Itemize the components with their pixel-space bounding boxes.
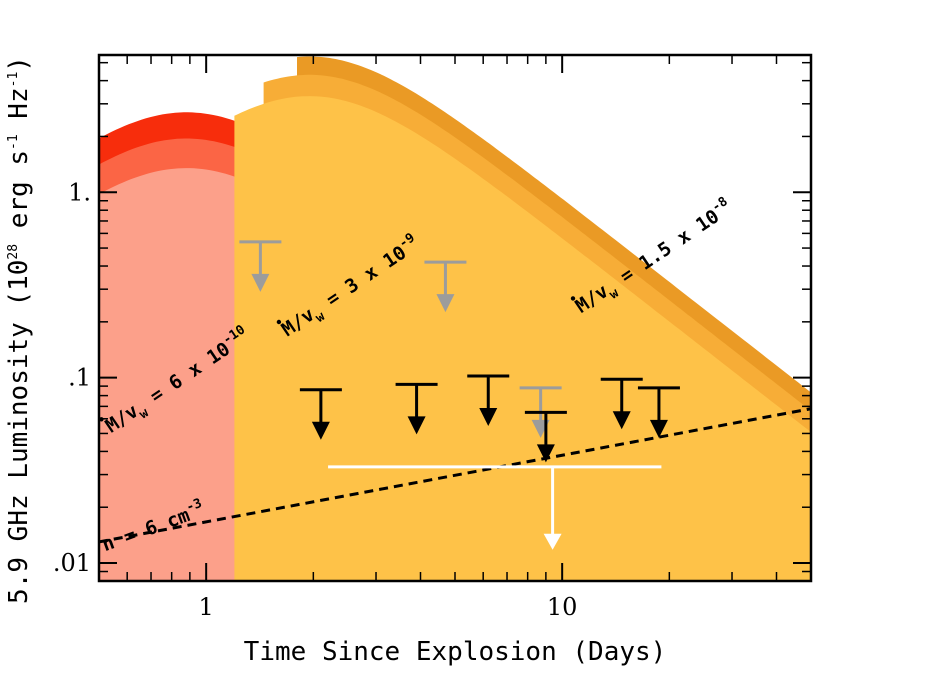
y-tick-label: .1 bbox=[68, 364, 91, 392]
density-line bbox=[99, 407, 811, 544]
gray-upper-limit-arrowhead bbox=[436, 294, 455, 313]
y-axis-label: 5.9 GHz Luminosity (1028 erg s-1 Hz-1) bbox=[4, 56, 34, 604]
x-tick-label: 1 bbox=[199, 593, 214, 621]
band-2-layer-2 bbox=[234, 96, 811, 581]
band-label-1-mdot bbox=[276, 319, 282, 325]
black-upper-limit-0 bbox=[299, 388, 342, 440]
band-label-2-mdot bbox=[570, 296, 576, 301]
x-axis-label: Time Since Explosion (Days) bbox=[244, 637, 667, 667]
black-upper-limit-3 bbox=[524, 410, 567, 463]
y-tick-label: 1. bbox=[68, 178, 91, 206]
model-bands bbox=[99, 56, 811, 581]
black-upper-limit-arrowhead bbox=[612, 411, 631, 430]
black-upper-limit-1 bbox=[395, 382, 438, 435]
black-upper-limit-arrowhead bbox=[407, 416, 426, 435]
band-label-0-mdot bbox=[99, 417, 104, 422]
gray-upper-limit-arrowhead bbox=[251, 273, 270, 292]
white-limit-arrowhead bbox=[543, 533, 562, 550]
black-upper-limit-arrowhead bbox=[311, 421, 330, 440]
black-upper-limit-arrowhead bbox=[649, 419, 668, 438]
data-marks bbox=[99, 240, 811, 550]
y-tick-label: .01 bbox=[53, 549, 91, 577]
band-label-1-part: -9 bbox=[396, 230, 417, 251]
density-line-label-part: -3 bbox=[184, 496, 204, 515]
black-upper-limit-arrowhead bbox=[536, 444, 555, 463]
black-upper-limit-4 bbox=[600, 377, 643, 430]
gray-upper-limit-1 bbox=[424, 260, 467, 313]
gray-upper-limit-0 bbox=[239, 240, 282, 292]
x-tick-label: 10 bbox=[547, 593, 578, 621]
axis-ticks bbox=[99, 55, 811, 581]
band-label-2-part: -8 bbox=[709, 194, 731, 215]
black-upper-limit-5 bbox=[637, 386, 680, 438]
black-upper-limit-arrowhead bbox=[479, 408, 498, 427]
black-upper-limit-2 bbox=[467, 374, 510, 427]
